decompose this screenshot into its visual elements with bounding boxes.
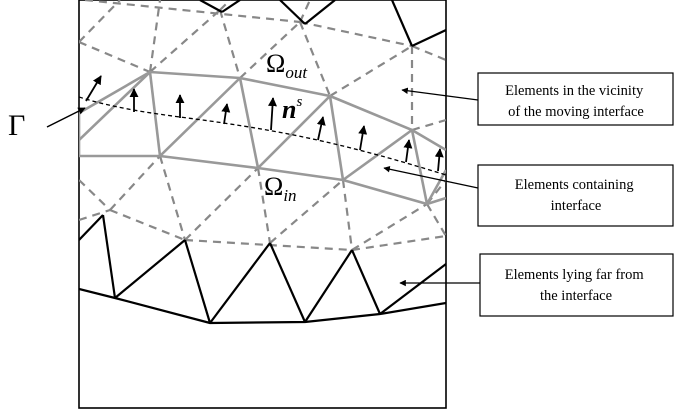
interface-mesh-edges <box>79 70 446 206</box>
callout-containing-line2: interface <box>551 198 602 214</box>
callout-far-box <box>479 253 674 317</box>
svg-text:Elements containing interf: Elements containing interface <box>515 177 637 214</box>
callout-vicinity-line1: Elements in the vicinity <box>505 83 644 99</box>
callout-vicinity-arrow <box>401 87 479 101</box>
domain-frame <box>78 0 447 409</box>
normal-vector-arrows <box>85 75 444 172</box>
gamma-pointer-arrow <box>46 107 86 128</box>
svg-text:Elements lying far from th: Elements lying far from the interface <box>505 267 648 304</box>
omega-in-label: Ωin <box>264 172 297 205</box>
callout-containing-line1: Elements containing <box>515 177 634 193</box>
callout-containing-arrow <box>383 166 479 189</box>
vicinity-mesh-edges <box>79 0 446 252</box>
callout-vicinity-line2: of the moving interface <box>508 104 644 120</box>
far-mesh-edges <box>79 0 446 325</box>
svg-text:Elements in the vicinity o: Elements in the vicinity of the moving i… <box>505 83 647 120</box>
gamma-label: Γ <box>8 109 25 142</box>
normal-vector-label: ns <box>282 94 302 124</box>
callout-vicinity-box <box>477 72 674 126</box>
callout-containing-box <box>477 164 674 227</box>
omega-out-label: Ωout <box>266 49 308 82</box>
callout-far-line1: Elements lying far from <box>505 267 645 283</box>
interface-curve <box>79 96 446 176</box>
callout-far-line2: the interface <box>540 288 612 304</box>
